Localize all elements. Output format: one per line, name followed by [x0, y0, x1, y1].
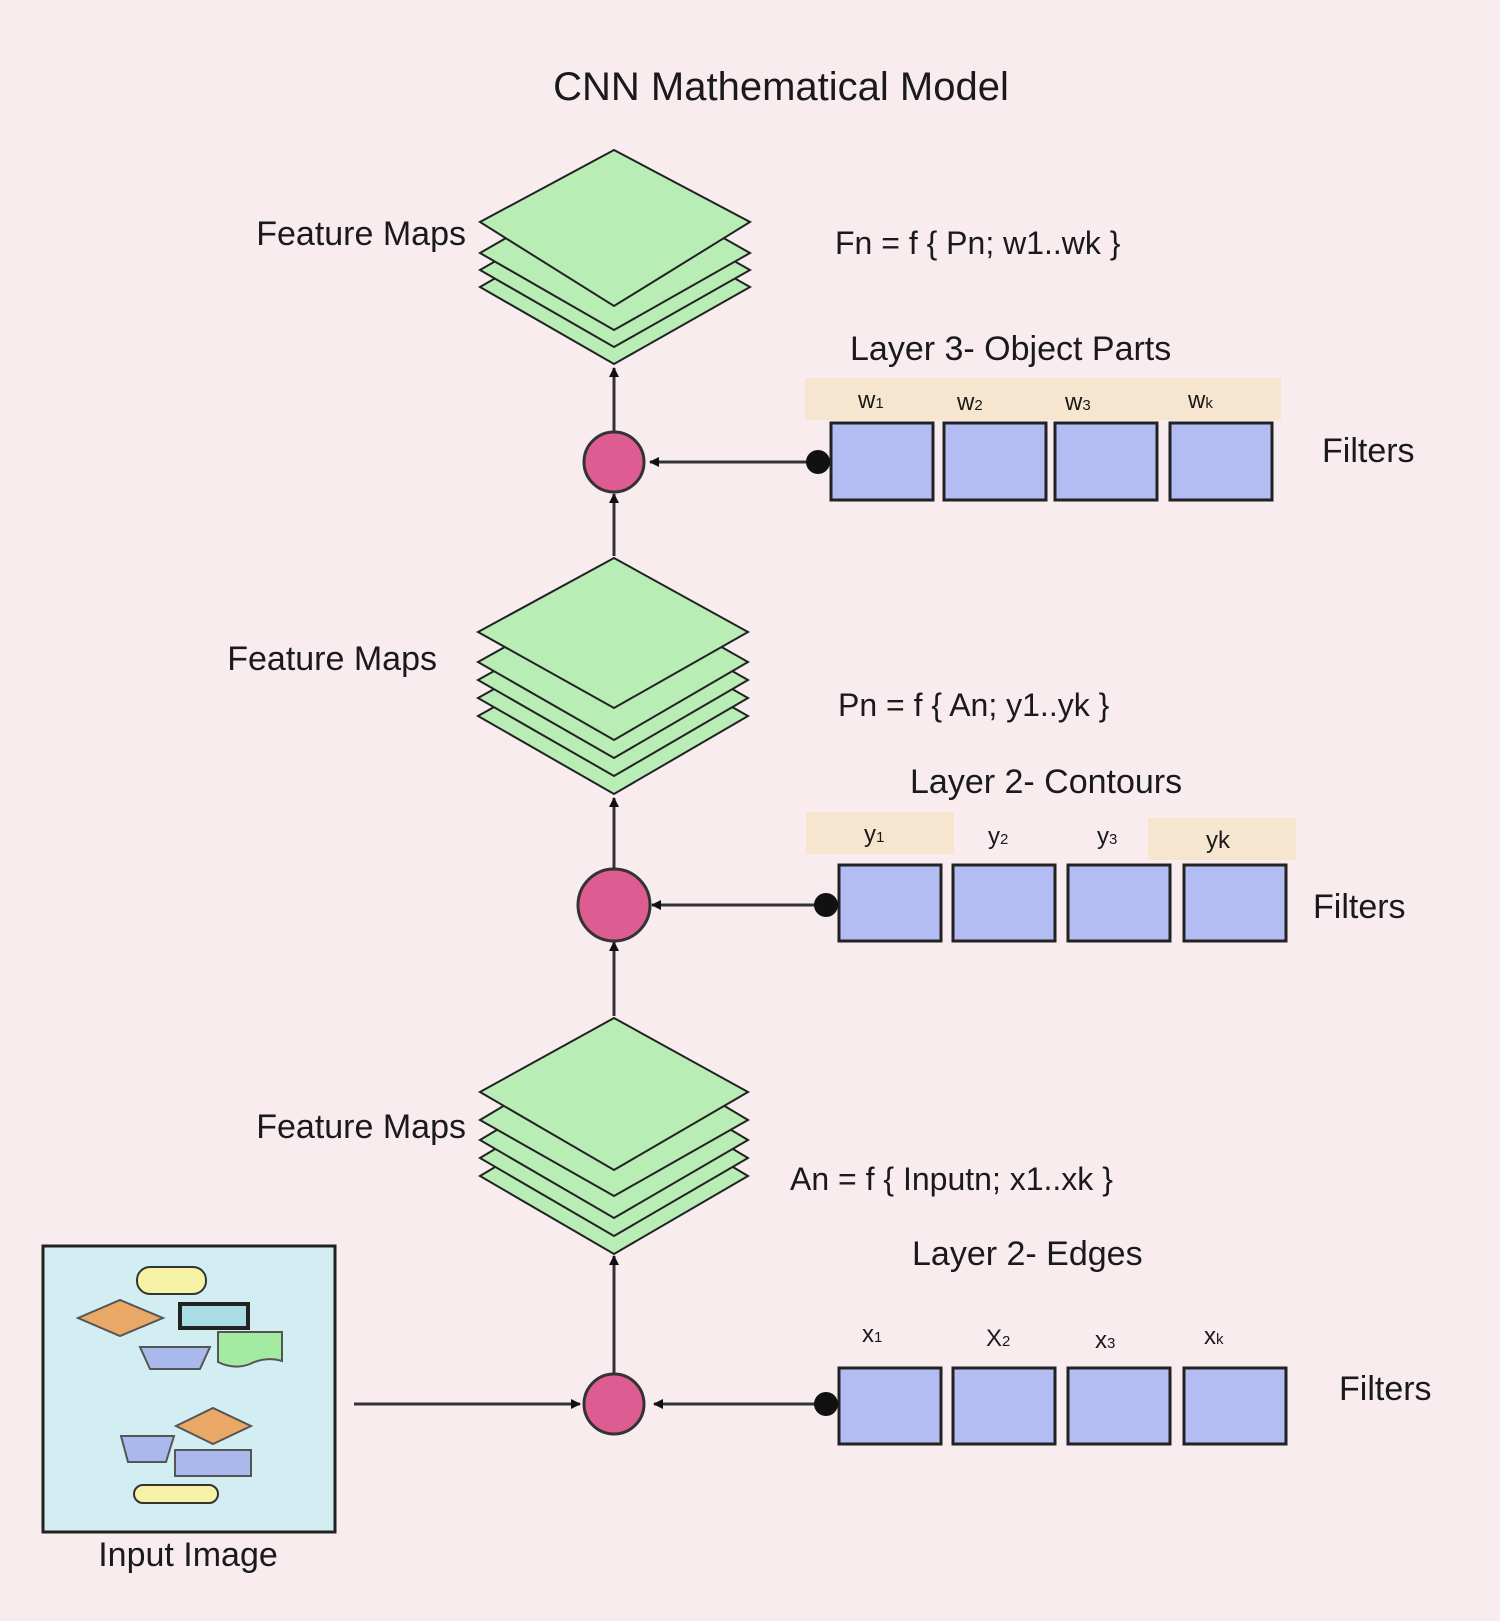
filter-x3: [1066, 1366, 1172, 1446]
filter-row-1: x1 X2 x3 xk: [837, 1321, 1288, 1446]
document-shape: [217, 1331, 283, 1368]
filter-x2: [951, 1366, 1057, 1446]
filter-xk: [1182, 1366, 1288, 1446]
layer-label-1: Layer 2- Edges: [912, 1235, 1143, 1273]
filter-label: x1: [862, 1321, 882, 1348]
process-shape: [174, 1449, 252, 1477]
feature-map-stack-1: [477, 1016, 751, 1256]
filter-label: xk: [1204, 1323, 1224, 1350]
filter-y3: [1066, 863, 1172, 943]
conv-node-2: [576, 867, 652, 943]
feature-map-stack-3: [477, 148, 753, 366]
filter-w2: [942, 421, 1048, 502]
decision-shape: [75, 1298, 166, 1338]
filter-label: wk: [1187, 387, 1213, 414]
filter-w1: [829, 421, 935, 502]
formula-layer-3: Fn = f { Pn; w1..wk }: [835, 225, 1121, 261]
filter-label: X2: [986, 1325, 1010, 1352]
filters-label-3: Filters: [1322, 432, 1415, 470]
filter-yk: [1182, 863, 1288, 943]
filter-label: w2: [956, 389, 983, 416]
decision-shape: [173, 1406, 254, 1446]
filter-tag-band: [1148, 818, 1296, 860]
filter-label: x3: [1095, 1327, 1115, 1354]
filter-connector-dot: [814, 1392, 838, 1416]
filter-w3: [1053, 421, 1159, 502]
layer-label-3: Layer 3- Object Parts: [850, 330, 1171, 368]
manual-operation-shape: [119, 1435, 176, 1463]
feature-maps-label-1: Feature Maps: [256, 1108, 466, 1146]
terminal-shape: [133, 1484, 219, 1504]
filter-tag-band: [805, 378, 1281, 420]
input-image: [41, 1244, 337, 1534]
filters-label-2: Filters: [1313, 888, 1406, 926]
filter-y2: [951, 863, 1057, 943]
filter-label: w1: [857, 387, 884, 414]
filter-row-2: y1 y2 y3 yk: [806, 812, 1296, 943]
feature-maps-label-3: Feature Maps: [256, 215, 466, 253]
filter-row-3: w1 w2 w3 wk: [805, 378, 1281, 502]
formula-layer-1: An = f { Inputn; x1..xk }: [790, 1161, 1113, 1197]
terminal-shape: [136, 1266, 207, 1295]
filters-label-1: Filters: [1339, 1370, 1432, 1408]
filter-label: yk: [1206, 827, 1231, 854]
diagram-title: CNN Mathematical Model: [553, 65, 1009, 109]
feature-map-stack-2: [475, 556, 751, 796]
process-shape: [178, 1302, 250, 1330]
feature-maps-label-2: Feature Maps: [227, 640, 437, 678]
formula-layer-2: Pn = f { An; y1..yk }: [838, 687, 1110, 723]
input-image-label: Input Image: [98, 1536, 278, 1574]
conv-node-3: [582, 430, 646, 494]
filter-tag-band: [806, 812, 954, 854]
filter-label: w3: [1064, 389, 1091, 416]
filter-connector-dot: [814, 893, 838, 917]
filter-y1: [837, 863, 943, 943]
filter-label: y1: [864, 821, 884, 848]
filter-label: y3: [1097, 823, 1117, 850]
filter-label: y2: [988, 823, 1008, 850]
layer-label-2: Layer 2- Contours: [910, 763, 1182, 801]
manual-operation-shape: [138, 1346, 212, 1370]
filter-connector-dot: [806, 450, 830, 474]
filter-x1: [837, 1366, 943, 1446]
filter-wk: [1168, 421, 1274, 502]
conv-node-1: [582, 1372, 646, 1436]
